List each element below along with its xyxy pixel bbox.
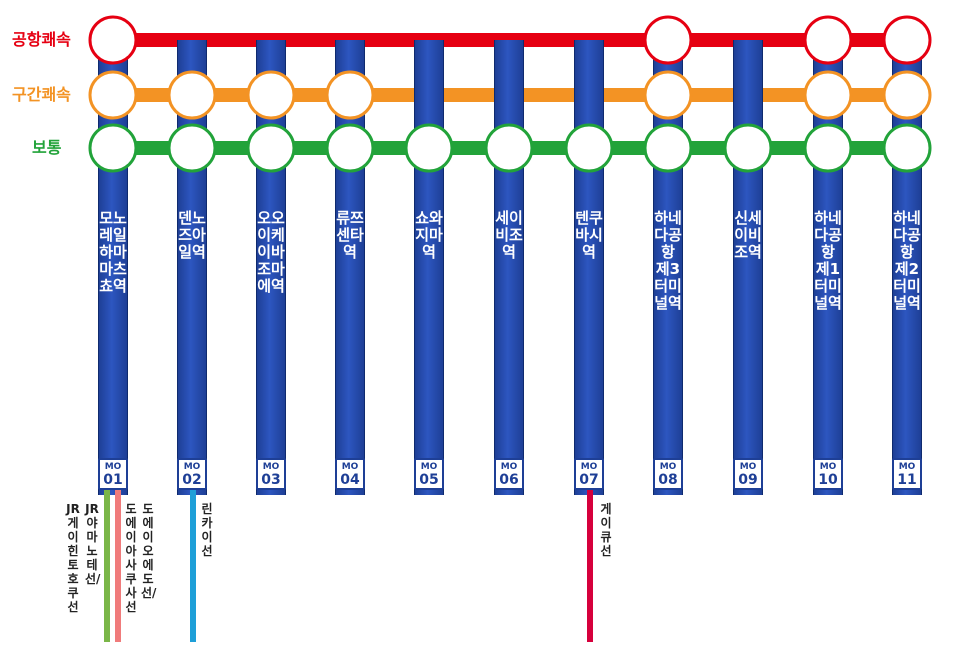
- transfer-line: [190, 490, 196, 642]
- station-code-number: 05: [419, 472, 439, 488]
- station-code-prefix: MO: [500, 462, 518, 472]
- station-name: 오오이케이바조마에역: [257, 209, 285, 295]
- transfer-line: [115, 490, 121, 642]
- stop-circle: [88, 70, 138, 120]
- transfer-label: JR 게이힌토호쿠선: [66, 502, 80, 614]
- transfer-label: 도에이 아사쿠사선: [125, 502, 137, 614]
- station-code-number: 04: [340, 472, 360, 488]
- station-code-prefix: MO: [739, 462, 757, 472]
- station-column: [414, 40, 444, 495]
- station-name: 하네다공항 제1터미널역: [814, 209, 842, 312]
- stop-circle: [643, 70, 693, 120]
- station-column: [733, 40, 763, 495]
- stop-circle: [803, 70, 853, 120]
- stop-circle: [803, 15, 853, 65]
- station-code-prefix: MO: [183, 462, 201, 472]
- stop-circle: [882, 123, 932, 173]
- station-code-number: 03: [261, 472, 281, 488]
- station-code-number: 08: [658, 472, 678, 488]
- station-code-prefix: MO: [819, 462, 837, 472]
- transfer-label: 도에이오에도선/: [141, 502, 157, 600]
- station-column: [574, 40, 604, 495]
- service-label-0: 공항쾌속: [12, 30, 71, 49]
- stop-circle: [88, 15, 138, 65]
- stop-circle: [404, 123, 454, 173]
- stop-circle: [882, 70, 932, 120]
- service-label-2: 보통: [32, 138, 62, 157]
- stop-circle: [167, 70, 217, 120]
- stop-circle: [167, 123, 217, 173]
- stop-circle: [882, 15, 932, 65]
- stop-circle: [246, 70, 296, 120]
- station-code-number: 10: [818, 472, 838, 488]
- transfer-label: JR 야마노테선/: [85, 502, 101, 586]
- station-name: 류쯔센타역: [336, 209, 364, 261]
- station-name: 쇼와지마역: [415, 209, 443, 261]
- station-column: [494, 40, 524, 495]
- station-code-prefix: MO: [104, 462, 122, 472]
- station-code-number: 11: [897, 472, 917, 488]
- station-code-number: 07: [579, 472, 599, 488]
- stop-circle: [246, 123, 296, 173]
- stop-circle: [643, 15, 693, 65]
- station-name: 신세이비조역: [734, 209, 762, 261]
- stop-circle: [325, 123, 375, 173]
- stop-circle: [803, 123, 853, 173]
- stop-circle: [564, 123, 614, 173]
- station-code-prefix: MO: [898, 462, 916, 472]
- station-code-prefix: MO: [659, 462, 677, 472]
- station-name: 모노레일 하마마츠쵸역: [99, 209, 127, 295]
- station-name: 하네다공항 제2터미널역: [893, 209, 921, 312]
- stop-circle: [723, 123, 773, 173]
- station-name: 하네다공항 제3터미널역: [654, 209, 682, 312]
- station-name: 텐쿠바시역: [575, 209, 603, 261]
- transfer-label: 게이큐선: [600, 502, 612, 558]
- stop-circle: [643, 123, 693, 173]
- station-code-number: 02: [182, 472, 202, 488]
- service-label-1: 구간쾌속: [12, 85, 71, 104]
- station-code-prefix: MO: [341, 462, 359, 472]
- station-code-number: 01: [103, 472, 123, 488]
- stop-circle: [88, 123, 138, 173]
- stop-circle: [484, 123, 534, 173]
- transfer-line: [587, 490, 593, 642]
- station-name: 세이비조역: [495, 209, 523, 261]
- station-code-prefix: MO: [420, 462, 438, 472]
- transfer-label: 린카이선: [201, 502, 213, 558]
- transfer-line: [104, 490, 110, 642]
- station-code-number: 09: [738, 472, 758, 488]
- stop-circle: [325, 70, 375, 120]
- station-code-prefix: MO: [580, 462, 598, 472]
- station-code-prefix: MO: [262, 462, 280, 472]
- station-code-number: 06: [499, 472, 519, 488]
- station-name: 덴노즈아일역: [178, 209, 206, 261]
